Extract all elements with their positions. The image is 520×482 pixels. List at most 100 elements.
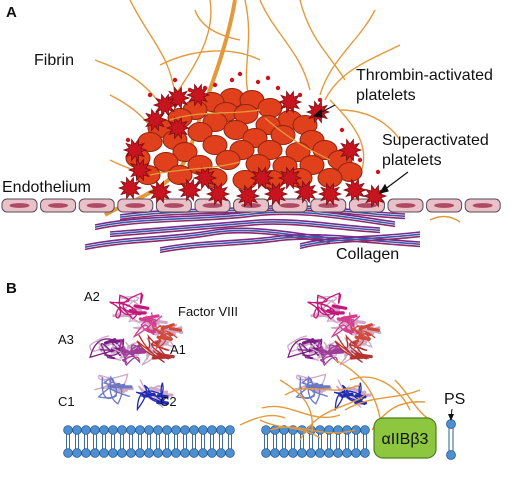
endothelial-nucleus (279, 203, 300, 208)
membrane-bilayer-left (63, 425, 235, 458)
microparticle (275, 85, 281, 91)
endothelial-nucleus (395, 203, 416, 208)
microparticle (237, 71, 243, 77)
a3-domain-sheet (103, 338, 117, 345)
c1-domain-coil (292, 373, 327, 394)
lipid-head (171, 425, 181, 435)
ps-label: PS (444, 391, 465, 408)
a3-domain (287, 338, 327, 360)
platelet-cluster (117, 71, 388, 208)
a1-domain-coil (153, 322, 178, 348)
a1-domain-sheet (366, 326, 380, 332)
lipid-head (288, 448, 298, 458)
microparticle (357, 157, 363, 163)
microparticle (229, 77, 235, 83)
lipid-head (144, 425, 154, 435)
lipid-head (270, 448, 280, 458)
lipid-head (180, 425, 190, 435)
collagen-strand (109, 223, 381, 238)
microparticle (147, 92, 153, 98)
endothelial-nucleus (86, 203, 107, 208)
lipid-head (207, 425, 217, 435)
a1-domain-sheet (159, 353, 175, 359)
a1-domain-coil-sheet (344, 349, 357, 354)
c2-domain-sheet (156, 400, 169, 405)
c2-label: C2 (160, 394, 177, 409)
superactivated-platelet (249, 166, 275, 190)
lipid-head (297, 448, 307, 458)
factor-viii-structure-left (89, 292, 184, 412)
lipid-head (81, 425, 91, 435)
thrombin-activated-platelet (187, 122, 213, 142)
collagen-strand (119, 209, 406, 221)
superactivated-platelet (293, 180, 319, 204)
endothelial-nucleus (202, 203, 223, 208)
fibrin-network-right (239, 359, 431, 441)
lipid-head (72, 425, 82, 435)
lipid-head (90, 425, 100, 435)
lipid-head (63, 448, 73, 458)
microparticle (375, 169, 381, 175)
superactivated-platelet (165, 116, 191, 140)
microparticle (339, 127, 345, 133)
collagen-strand (299, 231, 421, 245)
collagen-strand (109, 218, 381, 233)
a2-domain (109, 292, 144, 320)
lipid-head (90, 448, 100, 458)
a2-domain (307, 292, 342, 320)
endothelial-nucleus (125, 203, 146, 208)
panel-a-arrows (312, 104, 409, 194)
lipid-head (342, 425, 352, 435)
c2-domain-sheet (142, 392, 156, 398)
a2-domain-sheet (331, 304, 348, 310)
a1-domain-coil (141, 337, 171, 366)
factor-viii-structure-right (287, 292, 382, 412)
lipid-head (315, 425, 325, 435)
lipid-head (117, 448, 127, 458)
microparticle (317, 97, 323, 103)
a3-domain-sheet (129, 350, 147, 355)
lipid-head (351, 448, 361, 458)
superactivated-platelet (277, 90, 303, 114)
superactivated-platelet (342, 178, 368, 202)
lipid-head (333, 448, 343, 458)
c1-domain (97, 375, 130, 405)
a2-domain-sheet (336, 317, 351, 323)
superactivated-platelet (152, 93, 178, 117)
superactivated-platelet (317, 182, 343, 206)
c1-domain-coil (94, 373, 129, 394)
lipid-head (189, 448, 199, 458)
lipid-head (306, 448, 316, 458)
superactivated-label-line2: platelets (382, 152, 442, 169)
factor-viii-label: Factor VIII (178, 304, 238, 319)
superactivated-platelet (277, 166, 303, 190)
lipid-head (189, 425, 199, 435)
lipid-head (216, 448, 226, 458)
superactivated-platelet (337, 138, 363, 162)
fibrin-overlay (149, 109, 331, 176)
a1-domain-sheet (358, 323, 373, 331)
endothelial-nucleus (318, 203, 339, 208)
superactivated-platelet (142, 108, 168, 132)
lipid-head (180, 448, 190, 458)
c1-domain-sheet (310, 383, 324, 389)
lipid-head (108, 448, 118, 458)
lipid-head (153, 448, 163, 458)
a2-domain-sheet (133, 304, 150, 310)
c2-domain-coil-sheet (148, 386, 164, 393)
lipid-head (144, 448, 154, 458)
lipid-head (198, 448, 208, 458)
lipid-head (135, 448, 145, 458)
lipid-head (216, 425, 226, 435)
microparticle (297, 92, 303, 98)
a1-domain-coil (339, 337, 369, 366)
superactivated-platelet (263, 182, 289, 206)
lipid-head (207, 448, 217, 458)
fibrin-label: Fibrin (34, 52, 74, 69)
microparticle (125, 137, 131, 143)
superactivated-platelet (122, 138, 148, 162)
lipid-head (342, 448, 352, 458)
collagen-strand (299, 233, 421, 247)
a1-domain-coil-sheet (146, 349, 159, 354)
